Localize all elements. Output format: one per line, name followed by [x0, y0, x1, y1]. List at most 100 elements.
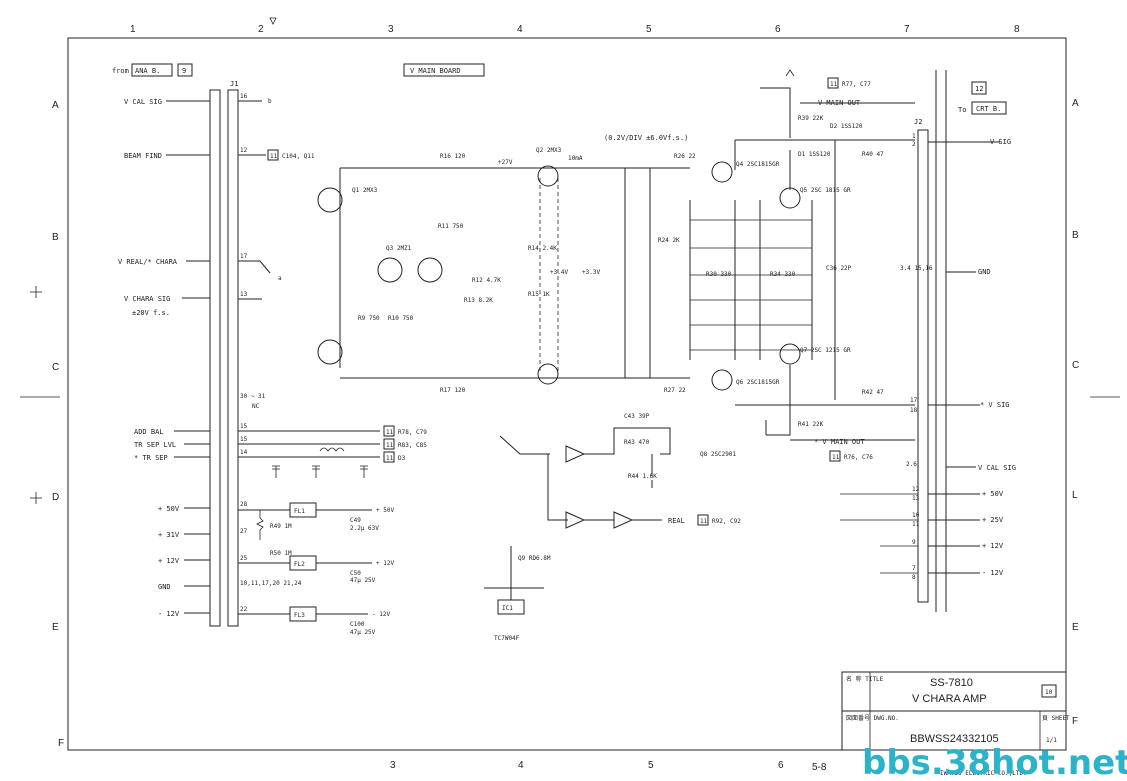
- pin-number: 14: [240, 449, 248, 456]
- label-c36: C36 22P: [826, 265, 852, 272]
- row-label: C: [1072, 360, 1079, 371]
- resistor-label: R50 1M: [270, 550, 292, 557]
- col-label: 1: [130, 24, 136, 35]
- signal-label: V SIG: [990, 138, 1011, 146]
- pin-number: 12: [912, 486, 920, 493]
- voltage-34v: +3.4V: [550, 269, 568, 276]
- filter-label: FL3: [294, 612, 305, 619]
- ref-note: C104, Q11: [282, 153, 315, 160]
- cap-label: C50: [350, 570, 361, 577]
- from-board: ANA B.: [135, 67, 160, 75]
- to-board: CRT B.: [976, 105, 1001, 113]
- title-label: 名 称 TITLE: [846, 675, 884, 683]
- pin-number: 28: [240, 501, 248, 508]
- current-10ma: 10mA: [568, 155, 583, 162]
- j2-label: J2: [914, 118, 922, 126]
- ref-note: R76, C76: [844, 454, 873, 461]
- pin-number: 7: [912, 565, 916, 572]
- label-r11: R11 750: [438, 223, 464, 230]
- column-labels-top: 1 2 3 4 5 6 7 8: [130, 17, 1020, 35]
- signal-label: TR SEP LVL: [134, 441, 176, 449]
- sheet-label: 頁 SHEET: [1042, 715, 1070, 722]
- ref-box: 11: [700, 518, 708, 525]
- label-r34: R34 330: [770, 271, 796, 278]
- ref-note: R83, C85: [398, 442, 427, 449]
- cap-label: C49: [350, 517, 361, 524]
- label-r26: R26 22: [674, 153, 696, 160]
- transistor-q2: [537, 165, 559, 187]
- label-r14: R14 2.4K: [528, 245, 557, 252]
- col-label: 6: [775, 24, 781, 35]
- signal-label: * V SIG: [980, 401, 1010, 409]
- col-label: 8: [1014, 24, 1020, 35]
- signal-label: ADD BAL: [134, 428, 164, 436]
- ref-box: 11: [270, 153, 278, 160]
- board-box: [403, 63, 485, 77]
- model-number: SS-7810: [930, 677, 973, 689]
- signal-label: V CAL SIG: [124, 98, 162, 106]
- label-c43: C43 39P: [624, 413, 650, 420]
- label-r27: R27 22: [664, 387, 686, 394]
- signal-label: V CAL SIG: [978, 464, 1016, 472]
- pin-number: 17: [910, 397, 918, 404]
- col-label: 4: [518, 760, 524, 771]
- transistor-q3a: [377, 257, 403, 283]
- label-r41: R41 22K: [798, 421, 824, 428]
- connector-j2: [917, 70, 947, 612]
- pin-number: 1: [912, 133, 916, 140]
- signal-label: + 12V: [982, 542, 1004, 550]
- transistor-q4: [711, 161, 733, 183]
- label-r12: R12 4.7K: [472, 277, 501, 284]
- row-label: D: [52, 492, 59, 503]
- label-r30: R30 330: [706, 271, 732, 278]
- pin-number: 8: [912, 574, 916, 581]
- power-label: + 31V: [158, 531, 180, 539]
- transistor-q5: [779, 187, 801, 209]
- signal-label: GND: [978, 268, 991, 276]
- col-label: 3: [390, 760, 396, 771]
- signal-label: + 25V: [982, 516, 1004, 524]
- label-d2: D2 1SS120: [830, 123, 863, 130]
- left-ref-signals: 30 ~ 31 NC ADD BAL 15 11 R78, C79 TR SEP…: [134, 393, 427, 478]
- ref-note: D3: [398, 455, 406, 462]
- ref-signal: * V MAIN OUT: [814, 438, 865, 446]
- power-out: + 12V: [376, 560, 394, 567]
- label-q2: Q2 2MX3: [536, 147, 562, 154]
- pin-number: 13: [912, 495, 920, 502]
- ref-signal: V MAIN OUT: [818, 99, 861, 107]
- label-q7: Q7 2SC 1215 GR: [800, 347, 851, 354]
- right-signals: V SIG 2 1 GND 3.4 15,16 * V SIG 18 17 V …: [840, 133, 1016, 581]
- pin-number: 11: [912, 521, 920, 528]
- transistor-q6: [711, 369, 733, 391]
- level-note: (0.2V/DIV ±6.0Vf.s.): [604, 134, 688, 142]
- power-out: + 50V: [376, 507, 394, 514]
- signal-sub: ±20V f.s.: [132, 309, 170, 317]
- ref-note: R77, C77: [842, 81, 871, 88]
- from-ref: 9: [182, 67, 186, 75]
- sheet-number: 10: [1045, 689, 1053, 696]
- row-labels-left: A B C D E F: [52, 100, 64, 749]
- component-labels: Q1 2MX3 Q2 2MX3 Q3 2MZ1 Q4 2SC1815GR Q5 …: [352, 115, 884, 480]
- row-labels-right: A B C L E F: [1072, 98, 1079, 727]
- col-label: 3: [388, 24, 394, 35]
- power-label: + 12V: [158, 557, 180, 565]
- label-r16: R16 120: [440, 153, 466, 160]
- ic1-label: IC1: [502, 605, 513, 612]
- cap-value: 2.2µ 63V: [350, 525, 379, 532]
- transistor-q1b: [317, 339, 343, 365]
- ref-box: 11: [832, 454, 840, 461]
- col-label: 2: [258, 24, 264, 35]
- registration-marks: [30, 286, 42, 504]
- pin-number: 2.6: [906, 461, 917, 468]
- pin-number: 25: [240, 555, 248, 562]
- to-label: To: [958, 106, 966, 114]
- pin-group: 30 ~ 31: [240, 393, 266, 400]
- col-label: 5: [648, 760, 654, 771]
- title-block: 名 称 TITLE SS-7810 V CHARA AMP 10 図面番号 DW…: [841, 671, 1070, 777]
- transistor-q3b: [417, 257, 443, 283]
- pin-number: 16: [240, 93, 248, 100]
- voltage-27v: +27V: [498, 159, 513, 166]
- filter-label: FL2: [294, 561, 305, 568]
- row-label: A: [1072, 98, 1079, 109]
